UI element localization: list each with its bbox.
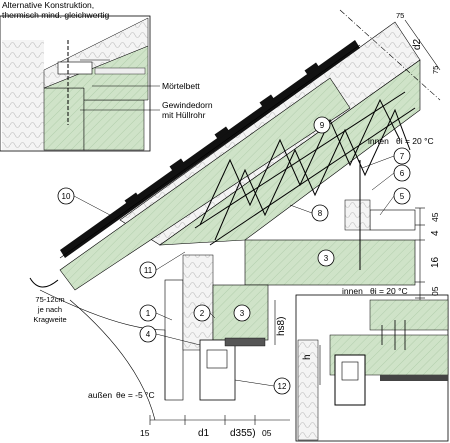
svg-text:11: 11: [144, 266, 153, 275]
dim-bottom-d3: d355): [230, 428, 256, 439]
inset-window-detail: [295, 294, 449, 442]
lattice-girders: [194, 91, 416, 246]
inset-insulation: [2, 40, 44, 150]
dim-right-4: 4: [430, 230, 441, 236]
temp-inside-mid-value: θi = 20 °C: [370, 286, 408, 296]
gutter: [29, 277, 59, 288]
dim-top-75b: 75: [431, 66, 440, 74]
dimension-lines: [149, 9, 441, 425]
temp-inside-top-value: θi = 20 °C: [396, 136, 434, 146]
svg-text:9: 9: [320, 121, 325, 130]
roof-upper-slab: [158, 59, 421, 246]
eave-note-line2: je nach: [37, 305, 62, 314]
svg-text:2: 2: [200, 309, 205, 318]
eave-note-line1: 75-12cm: [35, 295, 64, 304]
callout-7: 7: [393, 147, 411, 165]
svg-text:8: 8: [318, 209, 323, 218]
callout-3-upper: 3: [317, 249, 335, 267]
dim-bottom-05: 05: [262, 428, 272, 438]
callout-8: 8: [311, 204, 329, 222]
dim-bottom-15: 15: [140, 428, 150, 438]
callout-5: 5: [393, 187, 411, 205]
eave-note-line3: Kragweite: [33, 315, 66, 324]
svg-text:3: 3: [240, 309, 245, 318]
temp-outside-word: außen: [88, 390, 112, 400]
callout-6: 6: [393, 164, 411, 182]
main-roof-section: [59, 21, 421, 291]
roof-tiles: [60, 40, 360, 258]
wall-insulation: [182, 254, 214, 351]
callout-11: 11: [139, 261, 157, 279]
svg-text:4: 4: [146, 330, 151, 339]
label-dowel-line2: mit Hüllrohr: [162, 110, 206, 120]
callout-9: 9: [313, 116, 331, 134]
label-mortar-bed: Mörtelbett: [162, 81, 200, 91]
dim-top-75a: 75: [396, 11, 404, 20]
svg-text:12: 12: [278, 382, 287, 391]
callout-12: 12: [273, 377, 291, 395]
svg-text:3: 3: [324, 254, 329, 263]
label-dowel-line1: Gewindedorn: [162, 100, 213, 110]
dim-bottom-d1: d1: [198, 428, 210, 439]
dim-hs: hs8): [276, 317, 287, 336]
inset-title-line2: thermisch mind. gleichwertig: [2, 10, 110, 20]
temp-inside-mid-word: innen: [342, 286, 363, 296]
dim-right-45: 45: [430, 212, 440, 222]
svg-text:10: 10: [62, 192, 71, 201]
inset-concrete-slab: [83, 99, 145, 151]
callout-3-lower: 3: [233, 304, 251, 322]
dim-right-16: 16: [430, 256, 441, 268]
temp-inside-top-word: innen: [368, 136, 389, 146]
callout-1: 1: [139, 304, 157, 322]
floor-screed: [369, 209, 416, 231]
window-frame: [199, 339, 236, 401]
inset-concrete-wall: [43, 87, 85, 151]
dim-d2: d2: [412, 38, 423, 50]
inset-alternative-construction: [0, 15, 160, 152]
callout-10: 10: [57, 187, 75, 205]
svg-text:1: 1: [146, 309, 151, 318]
svg-text:6: 6: [400, 169, 405, 178]
inset-title-line1: Alternative Konstruktion,: [2, 0, 94, 10]
svg-text:5: 5: [400, 192, 405, 201]
inset-mortar-bed: [57, 61, 93, 75]
dim-h: h: [302, 354, 313, 360]
temp-outside-value: θe = -5 °C: [116, 390, 155, 400]
callout-2: 2: [193, 304, 211, 322]
dim-right-05: 05: [430, 286, 440, 296]
svg-text:7: 7: [400, 152, 405, 161]
roof-lower-slab: [59, 77, 351, 291]
callout-4: 4: [139, 325, 157, 343]
